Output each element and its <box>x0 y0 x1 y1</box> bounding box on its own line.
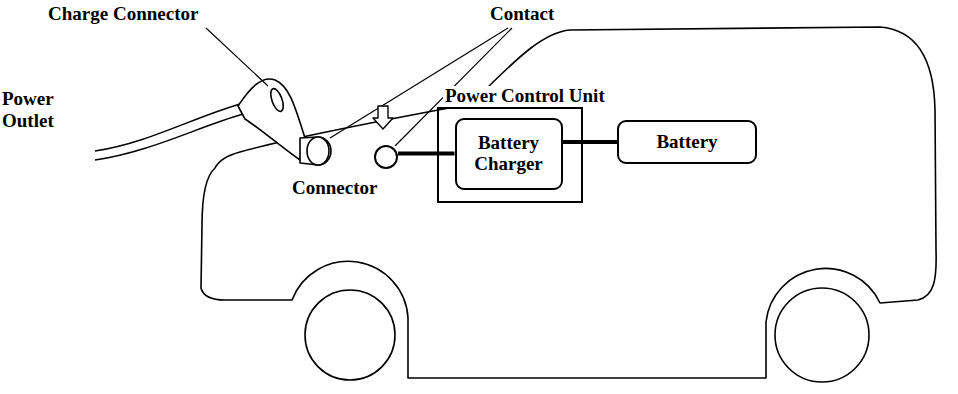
node-label: Battery <box>656 132 717 153</box>
connector-circle: Connector <box>374 145 398 169</box>
part-label: Charge Connector <box>46 3 200 25</box>
battery-box: Battery <box>617 120 757 164</box>
connector-grip <box>268 87 286 113</box>
charge-cable <box>95 104 240 151</box>
contact-face <box>307 137 329 165</box>
car-body <box>201 27 936 378</box>
node-heading: Connector <box>290 178 379 199</box>
part-label: Power Outlet <box>0 88 84 132</box>
charge-cable <box>95 114 243 160</box>
front-wheel <box>305 290 395 380</box>
power-cable <box>563 140 618 144</box>
node-heading: Power Control Unit <box>443 86 607 107</box>
charge-connector-handle <box>238 79 305 160</box>
part-label: Contact <box>488 3 556 25</box>
power-cable <box>398 152 455 156</box>
power-control-unit-box: Power Control UnitBattery Charger <box>437 107 583 203</box>
contact-cylinder <box>300 137 331 165</box>
node-label: Battery Charger <box>463 133 555 175</box>
hollow-arrow <box>373 106 393 129</box>
leader-line <box>206 28 268 86</box>
rear-wheel <box>775 288 869 382</box>
charger-box: Battery Charger <box>455 118 563 190</box>
